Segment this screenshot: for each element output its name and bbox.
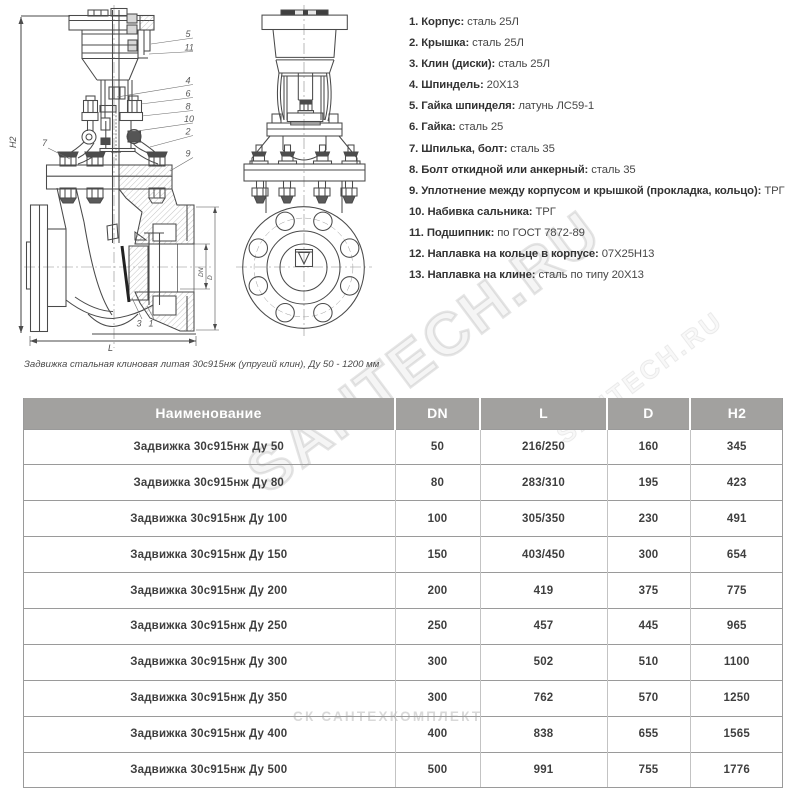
- svg-text:3: 3: [137, 319, 142, 329]
- svg-text:8: 8: [186, 102, 191, 112]
- svg-text:5: 5: [186, 29, 192, 39]
- svg-text:DN: DN: [198, 267, 205, 277]
- svg-text:10: 10: [184, 114, 194, 124]
- svg-text:11: 11: [185, 43, 194, 53]
- svg-text:9: 9: [186, 149, 191, 159]
- svg-text:4: 4: [186, 76, 191, 86]
- svg-text:D: D: [207, 275, 214, 280]
- svg-text:H2: H2: [8, 136, 18, 148]
- svg-text:1: 1: [149, 319, 154, 329]
- svg-text:6: 6: [186, 89, 191, 99]
- svg-text:7: 7: [42, 138, 48, 148]
- svg-text:2: 2: [185, 127, 191, 137]
- svg-text:L: L: [108, 343, 113, 353]
